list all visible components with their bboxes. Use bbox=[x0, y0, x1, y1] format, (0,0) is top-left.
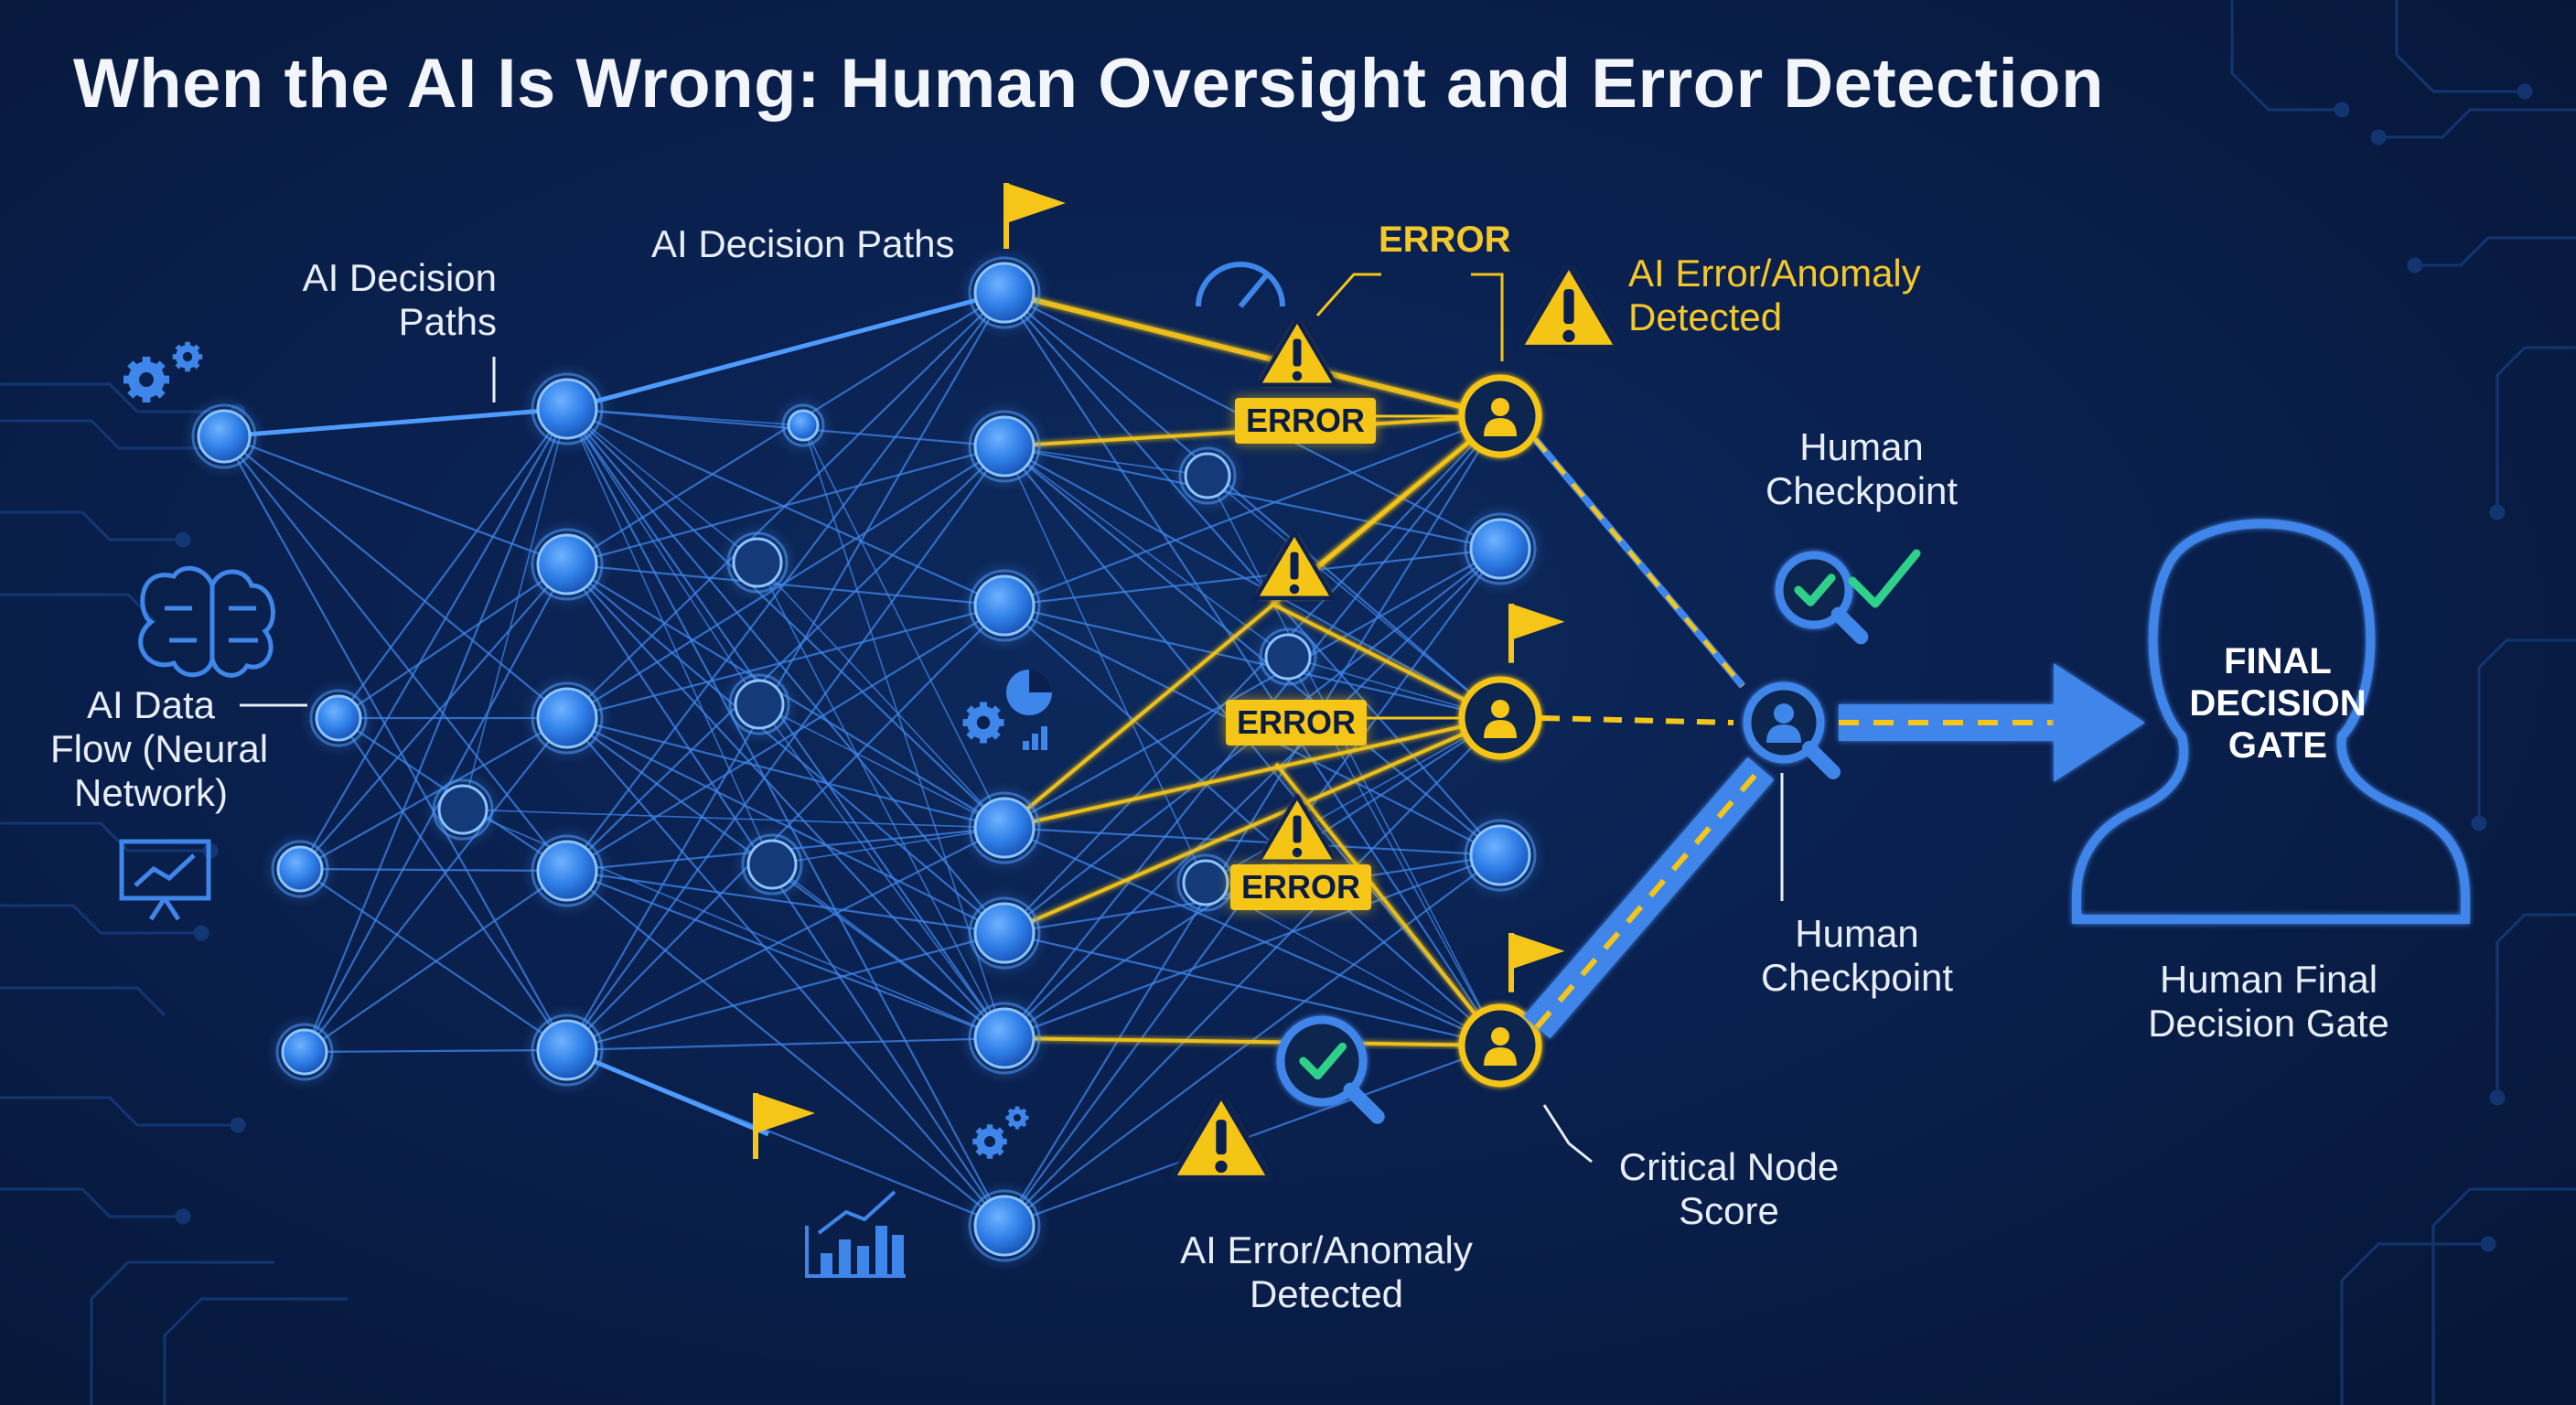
leader-lines bbox=[240, 357, 1784, 1164]
gears-icon bbox=[962, 702, 1004, 744]
warning-icon bbox=[1256, 794, 1338, 863]
error-tag-1: ERROR bbox=[1235, 398, 1377, 444]
gears-icon bbox=[1005, 1106, 1029, 1130]
final-decision-gate-text: FINAL DECISION GATE bbox=[2189, 641, 2367, 766]
magnifier-check-icon bbox=[1276, 1015, 1385, 1124]
layer1-node bbox=[531, 681, 604, 755]
gears-icon bbox=[172, 341, 203, 372]
label-ai-decision-paths-top: AI Decision Paths bbox=[651, 222, 955, 265]
layer1-node bbox=[531, 834, 604, 907]
error-leader-lines bbox=[1315, 273, 1504, 720]
layer2-node bbox=[968, 569, 1041, 642]
error-tag-2: ERROR bbox=[1226, 700, 1368, 745]
warning-icon bbox=[1517, 262, 1621, 350]
flag-icon bbox=[1508, 604, 1565, 663]
error-connections bbox=[1003, 290, 1502, 1047]
gears-icon bbox=[123, 357, 169, 402]
label-human-checkpoint-top: Human Checkpoint bbox=[1765, 425, 1959, 512]
flag-icon bbox=[1508, 933, 1565, 992]
brain-icon bbox=[138, 565, 275, 678]
input-node bbox=[191, 403, 257, 469]
input-node bbox=[309, 689, 368, 747]
hidden-node bbox=[781, 403, 825, 447]
input-node bbox=[271, 840, 329, 898]
presentation-chart-icon bbox=[119, 839, 211, 921]
error-tag-3: ERROR bbox=[1230, 864, 1372, 910]
hidden-node bbox=[728, 673, 790, 735]
flag-icon bbox=[1004, 183, 1066, 249]
layer2-node bbox=[968, 791, 1041, 864]
hidden-node bbox=[1176, 853, 1235, 912]
label-human-checkpoint-bottom: Human Checkpoint bbox=[1760, 912, 1954, 999]
pie-chart-icon bbox=[1006, 670, 1052, 750]
flag-icon bbox=[753, 1093, 815, 1159]
input-node bbox=[275, 1023, 334, 1081]
person-icon bbox=[1458, 676, 1542, 760]
arrow-head-icon bbox=[2054, 663, 2145, 782]
layer2-node bbox=[968, 1002, 1041, 1075]
warning-icon bbox=[1253, 531, 1336, 600]
person-icon bbox=[1458, 1003, 1542, 1088]
hidden-node bbox=[726, 531, 789, 594]
layer3-node bbox=[1464, 819, 1537, 892]
check-icon bbox=[1848, 549, 1921, 608]
label-ai-decision-paths-left: AI Decision Paths bbox=[302, 256, 497, 343]
warning-icon bbox=[1169, 1092, 1273, 1181]
error-header: ERROR bbox=[1379, 220, 1511, 260]
human-silhouette-icon bbox=[2072, 519, 2470, 924]
hidden-node bbox=[1259, 627, 1317, 686]
layer2-node bbox=[968, 896, 1041, 970]
layer2-node bbox=[968, 1189, 1041, 1262]
layer2-node bbox=[968, 256, 1041, 329]
label-human-final-gate: Human Final Decision Gate bbox=[2148, 958, 2389, 1045]
label-anomaly-bottom: AI Error/Anomaly Detected bbox=[1180, 1228, 1473, 1315]
hidden-node bbox=[741, 833, 803, 896]
layer3-node bbox=[1464, 512, 1537, 585]
oversight-paths bbox=[1523, 436, 2145, 1039]
warning-icon bbox=[1256, 317, 1338, 387]
layer1-node bbox=[531, 528, 604, 601]
bar-chart-icon bbox=[805, 1190, 906, 1278]
layer1-node bbox=[531, 372, 604, 445]
checkpoint-magnifier-icon bbox=[1743, 681, 1841, 779]
hidden-node bbox=[432, 778, 494, 841]
label-critical-node-score: Critical Node Score bbox=[1618, 1145, 1840, 1232]
label-ai-data-flow: AI Data Flow (Neural Network) bbox=[50, 683, 269, 814]
layer1-node bbox=[531, 1014, 604, 1087]
magnifier-check-icon bbox=[1775, 551, 1869, 645]
person-icon bbox=[1458, 374, 1542, 458]
label-anomaly-top: AI Error/Anomaly Detected bbox=[1628, 252, 1921, 338]
gauge-icon bbox=[1196, 262, 1285, 308]
network-nodes bbox=[191, 256, 1542, 1262]
gears-icon bbox=[972, 1124, 1007, 1159]
page-title: When the AI Is Wrong: Human Oversight an… bbox=[73, 45, 2105, 123]
layer2-node bbox=[968, 410, 1041, 483]
hidden-node bbox=[1178, 446, 1237, 505]
